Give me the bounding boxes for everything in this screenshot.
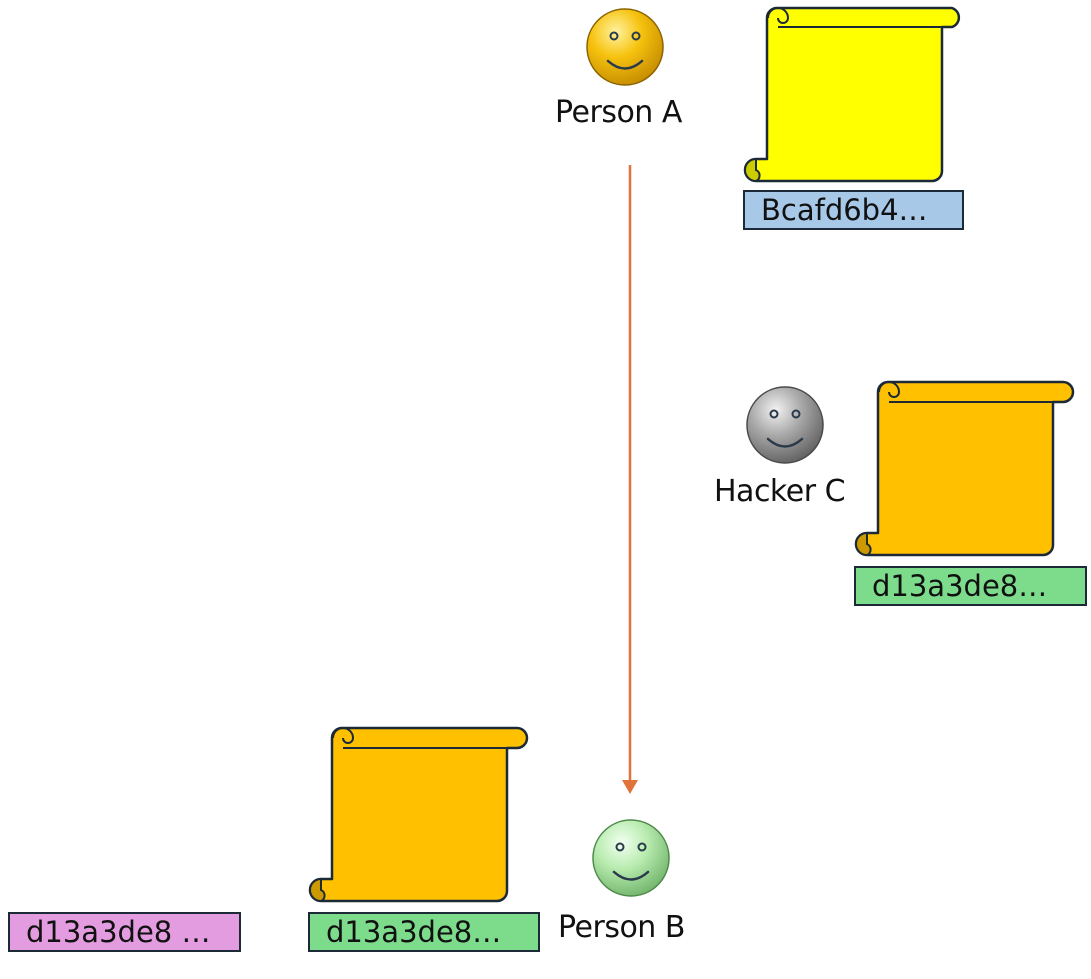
computed-hash: d13a3de8 … xyxy=(8,912,241,952)
hacker-c-face-icon xyxy=(744,384,826,466)
document-b-hash: d13a3de8… xyxy=(308,912,540,952)
document-c-scroll-icon xyxy=(853,379,1077,561)
document-c-hash: d13a3de8… xyxy=(854,566,1087,606)
person-a-face-icon xyxy=(584,6,666,88)
person-b-face-icon xyxy=(590,817,672,899)
document-b-scroll-icon xyxy=(307,725,531,907)
hacker-c-label: Hacker C xyxy=(714,474,846,509)
person-b-label: Person B xyxy=(558,910,685,945)
person-a-label: Person A xyxy=(555,95,682,130)
document-a-scroll-icon xyxy=(742,3,966,185)
document-a-hash: Bcafd6b4… xyxy=(743,190,964,230)
